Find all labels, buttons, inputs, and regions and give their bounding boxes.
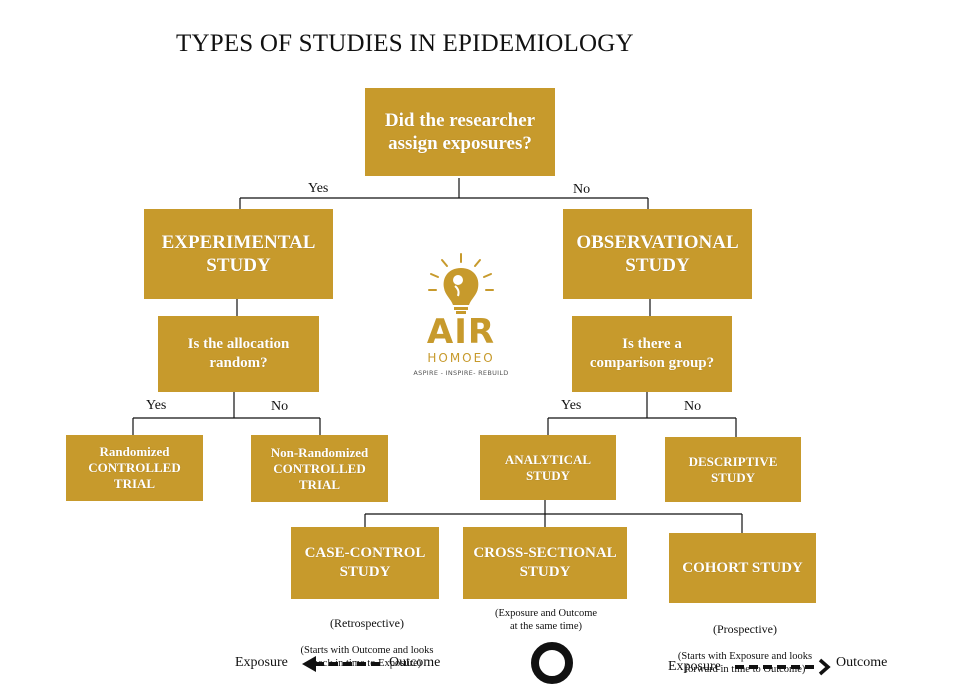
note-case-control-head: (Retrospective) bbox=[330, 616, 404, 630]
box-non-randomized-controlled-trial: Non-Randomized CONTROLLED TRIAL bbox=[251, 435, 388, 502]
box-observational-study: OBSERVATIONAL STUDY bbox=[563, 209, 752, 299]
box-assign-exposures: Did the researcher assign exposures? bbox=[365, 88, 555, 176]
edge-label-comparison-yes: Yes bbox=[561, 398, 582, 413]
timeline-right-exposure: Exposure bbox=[668, 659, 721, 674]
edge-label-allocation-no: No bbox=[271, 399, 289, 414]
timeline-left-exposure: Exposure bbox=[235, 655, 288, 670]
timeline-left-arrow bbox=[302, 656, 384, 672]
note-cohort: (Prospective) (Starts with Exposure and … bbox=[660, 609, 830, 676]
box-case-control-study: CASE-CONTROL STUDY bbox=[291, 527, 439, 599]
same-time-circle-icon bbox=[531, 642, 573, 684]
timeline-right-arrow bbox=[735, 658, 831, 676]
page-title: TYPES OF STUDIES IN EPIDEMIOLOGY bbox=[176, 30, 634, 57]
logo-main-text: AIR bbox=[426, 312, 496, 352]
timeline-left-outcome: Outcome bbox=[389, 655, 441, 670]
note-cross-sectional: (Exposure and Outcome at the same time) bbox=[494, 608, 598, 632]
box-analytical-study: ANALYTICAL STUDY bbox=[480, 435, 616, 500]
box-randomized-controlled-trial: Randomized CONTROLLED TRIAL bbox=[66, 435, 203, 501]
edge-label-root-no: No bbox=[573, 182, 591, 197]
box-comparison-group: Is there a comparison group? bbox=[572, 316, 732, 392]
air-homoeo-logo: AIR HOMOEO ASPIRE - INSPIRE- REBUILD bbox=[398, 250, 524, 390]
note-cohort-body: (Starts with Exposure and looks forward … bbox=[677, 651, 813, 675]
logo-tagline: ASPIRE - INSPIRE- REBUILD bbox=[413, 369, 509, 377]
timeline-right-outcome: Outcome bbox=[836, 655, 888, 670]
box-allocation-random: Is the allocation random? bbox=[158, 316, 319, 392]
note-case-control: (Retrospective) (Starts with Outcome and… bbox=[286, 603, 448, 670]
edge-label-allocation-yes: Yes bbox=[146, 398, 167, 413]
edge-label-root-yes: Yes bbox=[308, 181, 329, 196]
note-cohort-head: (Prospective) bbox=[713, 622, 777, 636]
logo-sub-text: HOMOEO bbox=[427, 351, 495, 365]
box-experimental-study: EXPERIMENTAL STUDY bbox=[144, 209, 333, 299]
box-descriptive-study: DESCRIPTIVE STUDY bbox=[665, 437, 801, 502]
box-cohort-study: COHORT STUDY bbox=[669, 533, 816, 603]
note-case-control-body: (Starts with Outcome and looks back in t… bbox=[300, 645, 434, 669]
box-cross-sectional-study: CROSS-SECTIONAL STUDY bbox=[463, 527, 627, 599]
edge-label-comparison-no: No bbox=[684, 399, 702, 414]
lightbulb-head-icon bbox=[428, 253, 494, 314]
